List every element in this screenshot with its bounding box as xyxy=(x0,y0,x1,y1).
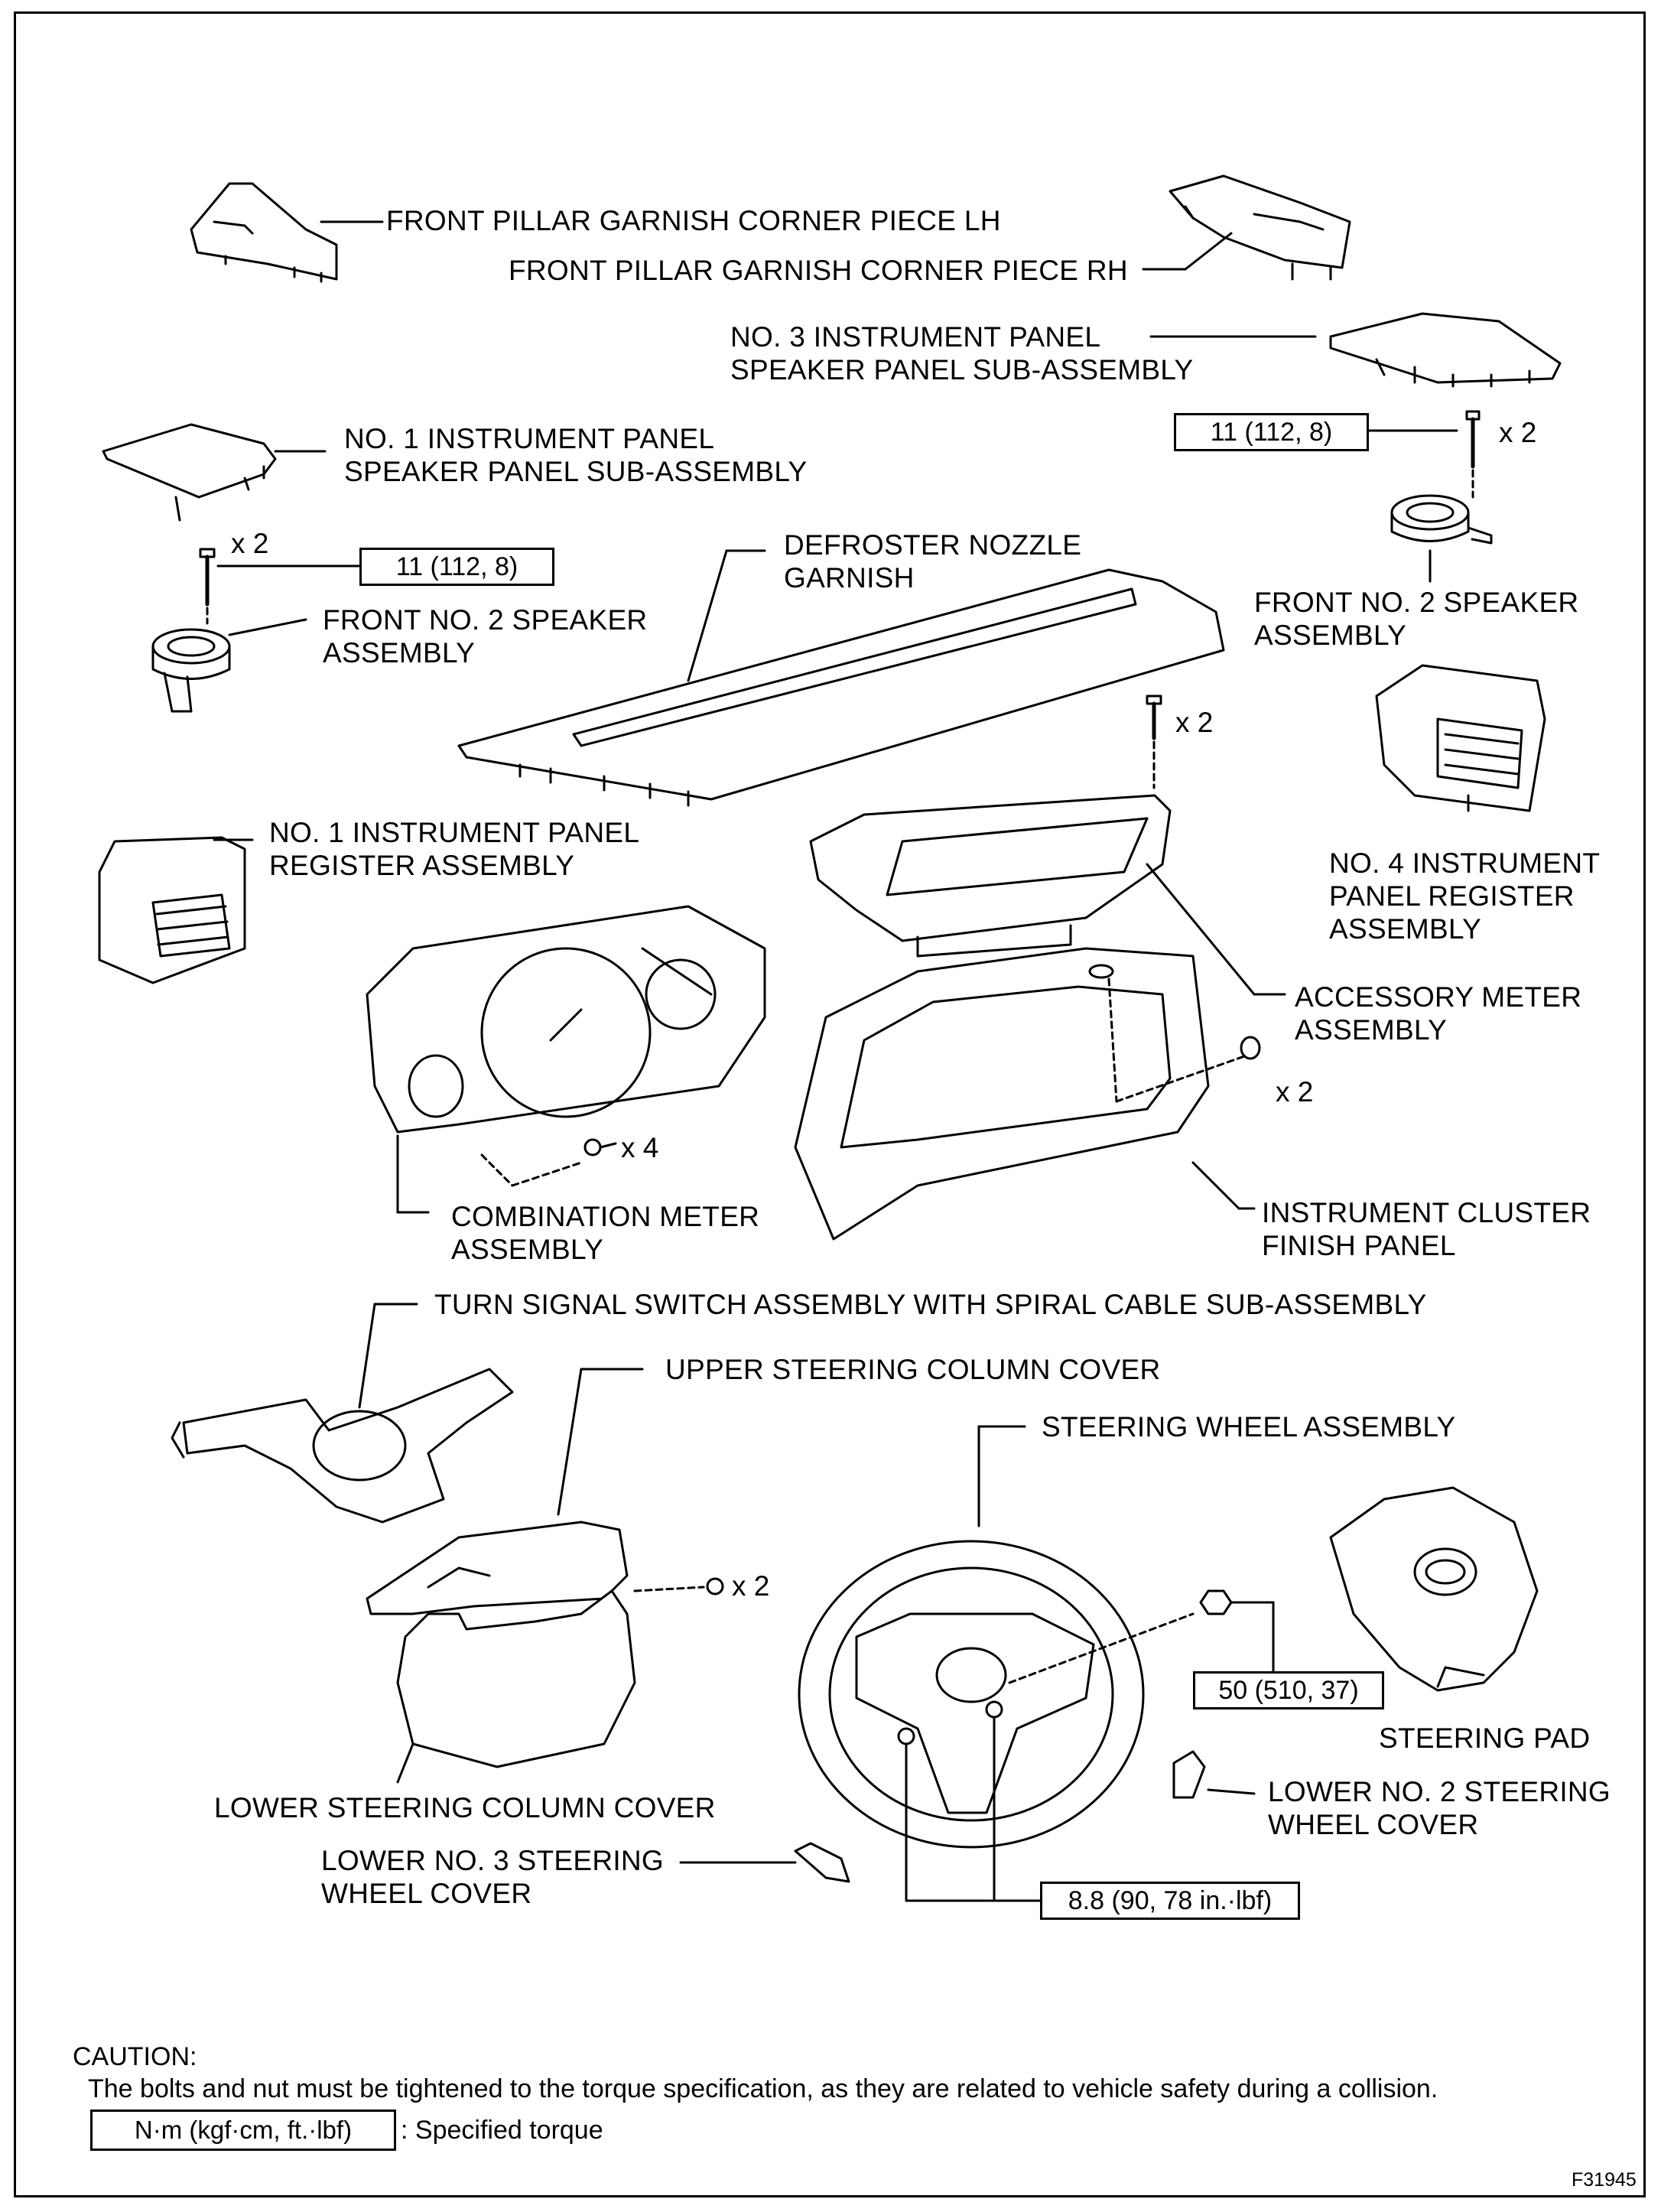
label-upper-cover: UPPER STEERING COLUMN COVER xyxy=(665,1354,1161,1385)
label-lower-no2-line1: LOWER NO. 2 STEERING xyxy=(1268,1776,1611,1807)
label-steering-pad: STEERING PAD xyxy=(1379,1722,1591,1754)
label-register-1-line2: REGISTER ASSEMBLY xyxy=(269,850,575,881)
legend-unit-box: N·m (kgf·cm, ft.·lbf) xyxy=(90,2110,396,2151)
steering-wheel-drawing xyxy=(798,1540,1145,1849)
label-register-4-line2: PANEL REGISTER xyxy=(1329,880,1575,912)
leader-speaker-left xyxy=(228,618,307,636)
leader-lower-no2 xyxy=(1207,1788,1256,1795)
label-cluster-line1: INSTRUMENT CLUSTER xyxy=(1262,1197,1591,1228)
clip-cluster-drawing xyxy=(1240,1036,1261,1060)
defroster-garnish-drawing xyxy=(457,568,1225,807)
label-speaker-panel-3-line2: SPEAKER PANEL SUB-ASSEMBLY xyxy=(730,354,1194,385)
label-turn-signal: TURN SIGNAL SWITCH ASSEMBLY WITH SPIRAL … xyxy=(434,1289,1427,1320)
torque-wheel-nut: 50 (510, 37) xyxy=(1193,1671,1384,1709)
qty-defroster: x 2 xyxy=(1175,707,1214,738)
label-accessory-line2: ASSEMBLY xyxy=(1295,1014,1448,1046)
label-combination-line1: COMBINATION METER xyxy=(451,1201,760,1232)
cluster-finish-panel-drawing xyxy=(794,947,1210,1241)
torque-speaker-right: 11 (112, 8) xyxy=(1174,413,1369,451)
label-steering-wheel: STEERING WHEEL ASSEMBLY xyxy=(1042,1411,1456,1443)
leader-lower-cover xyxy=(396,1742,414,1784)
label-speaker-panel-1-line1: NO. 1 INSTRUMENT PANEL xyxy=(344,423,715,454)
label-cluster-line2: FINISH PANEL xyxy=(1262,1230,1456,1261)
label-speaker-right-line1: FRONT NO. 2 SPEAKER xyxy=(1254,587,1579,618)
speaker-left-drawing xyxy=(151,628,231,713)
torque-speaker-left: 11 (112, 8) xyxy=(359,548,554,586)
label-pillar-garnish-rh: FRONT PILLAR GARNISH CORNER PIECE RH xyxy=(509,255,1128,286)
pillar-garnish-rh-drawing xyxy=(1169,174,1351,281)
label-lower-no3-line2: WHEEL COVER xyxy=(321,1878,532,1909)
label-lower-no3-line1: LOWER NO. 3 STEERING xyxy=(321,1845,665,1876)
leader-turn-signal xyxy=(358,1303,376,1409)
upper-column-cover-drawing xyxy=(366,1521,629,1615)
speaker-right-drawing xyxy=(1390,494,1493,545)
combination-meter-drawing xyxy=(366,905,766,1134)
pillar-garnish-lh-drawing xyxy=(190,182,338,283)
leader-upper-cover xyxy=(557,1368,583,1516)
label-lower-cover: LOWER STEERING COLUMN COVER xyxy=(214,1792,716,1823)
lower-no2-cover-drawing xyxy=(1172,1750,1206,1799)
torque-wheel-bolts: 8.8 (90, 78 in.·lbf) xyxy=(1040,1882,1300,1920)
speaker-panel-1-drawing xyxy=(102,423,277,522)
qty-speaker-left: x 2 xyxy=(231,528,269,559)
accessory-meter-drawing xyxy=(809,794,1172,958)
qty-upper-cover: x 2 xyxy=(732,1570,770,1602)
bolt-defroster-drawing xyxy=(1146,695,1162,740)
register-1-drawing xyxy=(98,836,246,984)
qty-speaker-right: x 2 xyxy=(1499,417,1537,448)
label-speaker-panel-3-line1: NO. 3 INSTRUMENT PANEL xyxy=(730,321,1101,353)
screw-combination-drawing xyxy=(583,1138,617,1156)
label-speaker-left-line1: FRONT NO. 2 SPEAKER xyxy=(323,604,648,636)
label-pillar-garnish-lh: FRONT PILLAR GARNISH CORNER PIECE LH xyxy=(386,205,1001,236)
leader-cluster xyxy=(1191,1161,1240,1210)
diagram-frame xyxy=(14,11,1646,2197)
lower-column-cover-drawing xyxy=(396,1589,636,1768)
label-speaker-left-line2: ASSEMBLY xyxy=(323,637,476,668)
caution-text: The bolts and nut must be tightened to t… xyxy=(88,2074,1438,2103)
label-speaker-right-line2: ASSEMBLY xyxy=(1254,620,1407,651)
label-register-1-line1: NO. 1 INSTRUMENT PANEL xyxy=(269,817,640,848)
label-accessory-line1: ACCESSORY METER xyxy=(1295,981,1582,1013)
nut-wheel-drawing xyxy=(1199,1589,1233,1615)
steering-pad-drawing xyxy=(1329,1486,1539,1692)
leader-accessory xyxy=(1146,863,1256,996)
qty-cluster: x 2 xyxy=(1276,1076,1314,1108)
label-defroster-line1: DEFROSTER NOZZLE xyxy=(784,529,1082,561)
bolt-left-speaker-drawing xyxy=(199,548,216,607)
label-lower-no2-line2: WHEEL COVER xyxy=(1268,1809,1479,1840)
label-defroster-line2: GARNISH xyxy=(784,562,915,594)
leader-defroster xyxy=(687,549,728,682)
caution-title: CAUTION: xyxy=(73,2042,197,2071)
label-register-4-line1: NO. 4 INSTRUMENT xyxy=(1329,847,1601,879)
label-speaker-panel-1-line2: SPEAKER PANEL SUB-ASSEMBLY xyxy=(344,456,808,487)
label-combination-line2: ASSEMBLY xyxy=(451,1234,604,1265)
lower-no3-cover-drawing xyxy=(794,1842,850,1883)
legend-text: : Specified torque xyxy=(401,2116,603,2145)
qty-combination: x 4 xyxy=(621,1132,659,1163)
register-4-drawing xyxy=(1375,664,1546,812)
figure-id: F31945 xyxy=(1572,2169,1637,2191)
speaker-panel-3-drawing xyxy=(1329,312,1562,388)
bolt-right-speaker-drawing xyxy=(1465,410,1481,469)
turn-signal-switch-drawing xyxy=(171,1368,514,1524)
screw-upper-cover-drawing xyxy=(706,1577,724,1596)
label-register-4-line3: ASSEMBLY xyxy=(1329,913,1482,945)
